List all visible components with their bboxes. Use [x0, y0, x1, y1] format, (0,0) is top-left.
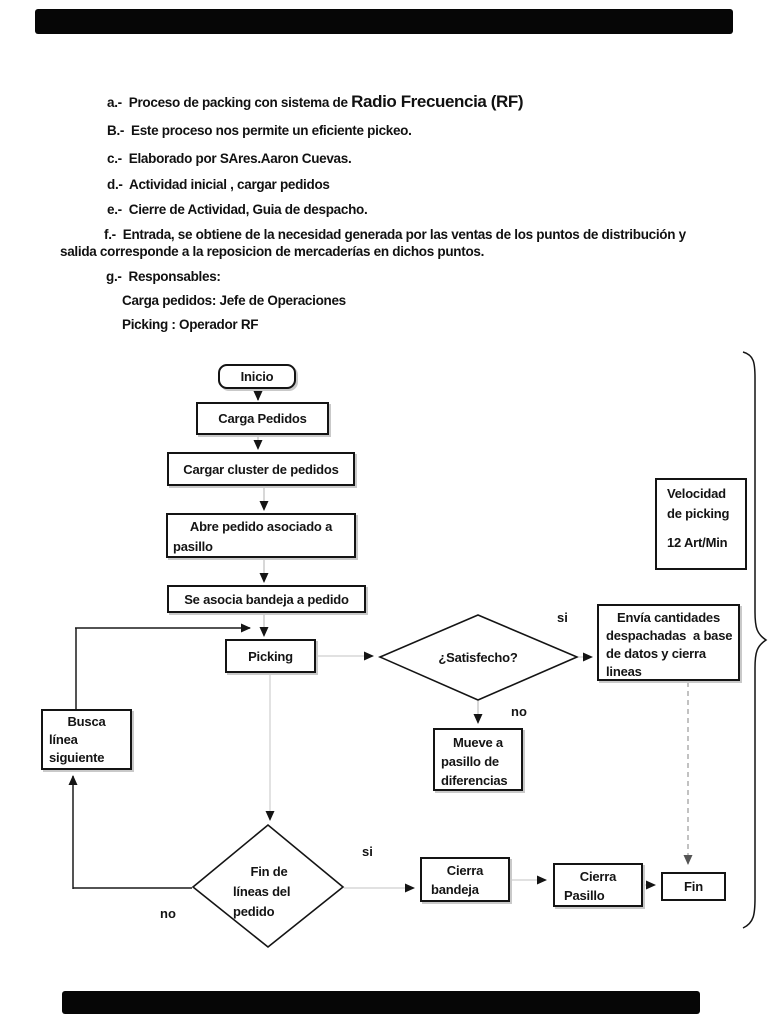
- flow-node-se-asocia: Se asocia bandeja a pedido: [167, 585, 366, 613]
- flow-node-abre-pedido: Abre pedido asociado a pasillo: [166, 513, 356, 558]
- node-line: Velocidad: [667, 486, 726, 501]
- note-d: d.- Actividad inicial , cargar pedidos: [107, 177, 330, 192]
- flow-node-cargar-cluster-label: Cargar cluster de pedidos: [183, 461, 339, 477]
- note-c: c.- Elaborado por SAres.Aaron Cuevas.: [107, 151, 352, 166]
- note-f-line1: f.- Entrada, se obtiene de la necesidad …: [104, 227, 686, 242]
- note-b: B.- Este proceso nos permite un eficient…: [107, 123, 412, 138]
- edge-label-no-fin-lineas: no: [160, 906, 176, 921]
- node-line: Envía cantidades: [616, 610, 720, 625]
- note-g: g.- Responsables:: [106, 269, 221, 284]
- flow-node-carga-pedidos-label: Carga Pedidos: [218, 411, 307, 426]
- flow-node-busca: Busca línea siguiente: [41, 709, 132, 770]
- node-line: lineas: [606, 664, 642, 679]
- node-line: pasillo: [173, 539, 213, 554]
- node-line: pasillo de: [441, 754, 499, 769]
- node-line: líneas del: [233, 884, 291, 899]
- decision-fin-lineas-label: Fin de líneas del pedido: [233, 862, 305, 922]
- note-a-emphasis: Radio Frecuencia (RF): [351, 92, 524, 111]
- node-line: Mueve a: [453, 735, 503, 750]
- note-g-item2: Picking : Operador RF: [122, 317, 259, 332]
- flow-node-fin: Fin: [661, 872, 726, 901]
- node-line: siguiente: [49, 750, 105, 765]
- decision-satisfecho-label: ¿Satisfecho?: [438, 650, 518, 665]
- note-e: e.- Cierre de Actividad, Guia de despach…: [107, 202, 368, 217]
- flow-node-envia: Envía cantidades despachadas a base de d…: [597, 604, 740, 681]
- flow-node-inicio-label: Inicio: [240, 369, 274, 384]
- flow-node-fin-label: Fin: [684, 879, 703, 894]
- edge-label-si-satisfecho: si: [557, 610, 568, 625]
- note-g-item1: Carga pedidos: Jefe de Operaciones: [122, 293, 346, 308]
- flow-node-mueve: Mueve a pasillo de diferencias: [433, 728, 523, 791]
- node-line: de datos y cierra: [606, 646, 706, 661]
- node-line: diferencias: [441, 773, 508, 788]
- flow-node-velocidad: Velocidad de picking 12 Art/Min: [655, 478, 747, 570]
- decision-satisfecho-diamond: [377, 614, 580, 701]
- edge-label-no-satisfecho: no: [511, 704, 527, 719]
- flow-node-se-asocia-label: Se asocia bandeja a pedido: [184, 591, 349, 607]
- node-line: Cierra: [579, 869, 617, 884]
- node-line: Cierra: [446, 863, 484, 878]
- flow-node-cierra-pasillo: Cierra Pasillo: [553, 863, 643, 907]
- edge-label-si-fin-lineas: si: [362, 844, 373, 859]
- flow-node-picking: Picking: [225, 639, 316, 673]
- node-line: Pasillo: [564, 888, 605, 903]
- note-f-line2: salida corresponde a la reposicion de me…: [60, 244, 485, 259]
- scan-artifact-top-bar: [35, 9, 733, 34]
- decision-fin-lineas-diamond: [191, 823, 345, 949]
- node-line: bandeja: [431, 882, 479, 897]
- node-line: línea: [49, 732, 78, 747]
- flow-node-picking-label: Picking: [248, 648, 293, 664]
- note-a-text: a.- Proceso de packing con sistema de: [107, 95, 352, 110]
- scan-artifact-bottom-bar: [62, 991, 700, 1014]
- node-line: 12 Art/Min: [667, 535, 728, 550]
- node-line: despachadas a base: [606, 628, 733, 643]
- flow-node-carga-pedidos: Carga Pedidos: [196, 402, 329, 435]
- node-line: Busca: [67, 714, 106, 729]
- node-line: Fin de: [250, 864, 288, 879]
- flow-node-cierra-bandeja: Cierra bandeja: [420, 857, 510, 902]
- flow-node-cargar-cluster: Cargar cluster de pedidos: [167, 452, 355, 486]
- node-line: Abre pedido asociado a: [189, 519, 333, 534]
- note-a: a.- Proceso de packing con sistema de Ra…: [107, 92, 524, 111]
- flow-node-inicio: Inicio: [218, 364, 296, 389]
- curly-brace: [742, 351, 768, 929]
- node-line: pedido: [233, 904, 275, 919]
- node-line: de picking: [667, 506, 730, 521]
